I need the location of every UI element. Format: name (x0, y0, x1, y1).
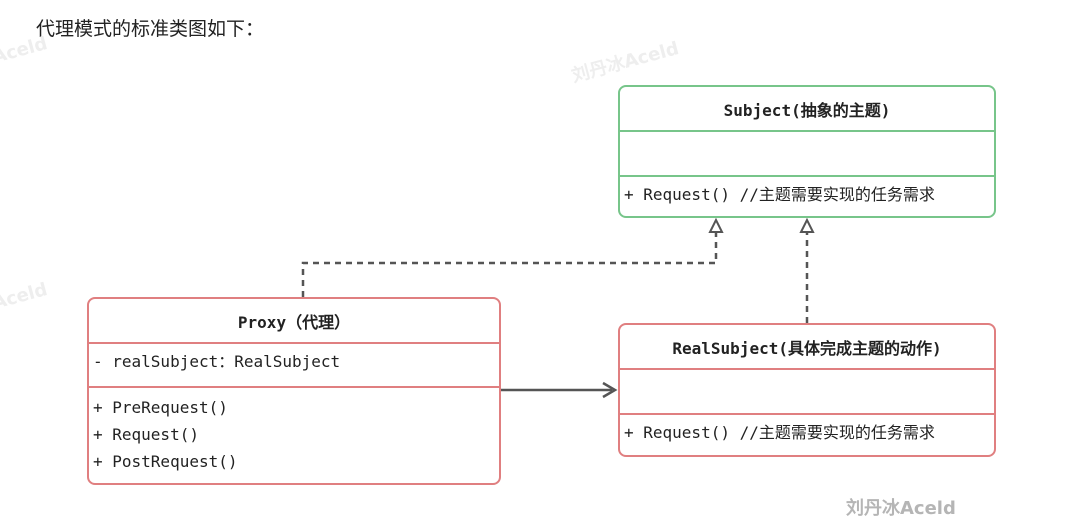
subject-class-title: Subject(抽象的主题) (723, 100, 891, 120)
proxy-operations: + PreRequest() + Request() + PostRequest… (89, 386, 499, 475)
proxy-operation-prerequest: + PreRequest() (93, 398, 228, 417)
page-heading: 代理模式的标准类图如下： (36, 18, 265, 40)
proxy-attribute-realsubject: - realSubject：RealSubject (93, 352, 341, 371)
author-watermark: 刘丹冰Aceld (846, 498, 956, 519)
proxy-operation-postrequest: + PostRequest() (93, 452, 238, 471)
realsubject-class: RealSubject(具体完成主题的动作) + Request() //主题需… (618, 323, 996, 457)
proxy-class-title: Proxy（代理） (237, 312, 351, 332)
realsubject-attributes (620, 368, 994, 413)
proxy-class: Proxy（代理） - realSubject：RealSubject + Pr… (87, 297, 501, 485)
realsubject-class-title: RealSubject(具体完成主题的动作) (672, 338, 942, 358)
subject-class: Subject(抽象的主题) + Request() //主题需要实现的任务需求 (618, 85, 996, 218)
proxy-operation-request: + Request() (93, 425, 199, 444)
realsubject-operation-request: + Request() //主题需要实现的任务需求 (624, 423, 935, 442)
subject-operation-request: + Request() //主题需要实现的任务需求 (624, 185, 935, 204)
association-arrowhead (602, 381, 618, 399)
proxy-realization-line (301, 232, 718, 297)
realsubject-operations: + Request() //主题需要实现的任务需求 (620, 413, 994, 457)
realsubject-realization-arrowhead (799, 217, 815, 233)
proxy-realization-arrowhead (708, 217, 724, 233)
subject-attributes (620, 130, 994, 175)
subject-operations: + Request() //主题需要实现的任务需求 (620, 175, 994, 218)
proxy-attributes: - realSubject：RealSubject (89, 342, 499, 386)
